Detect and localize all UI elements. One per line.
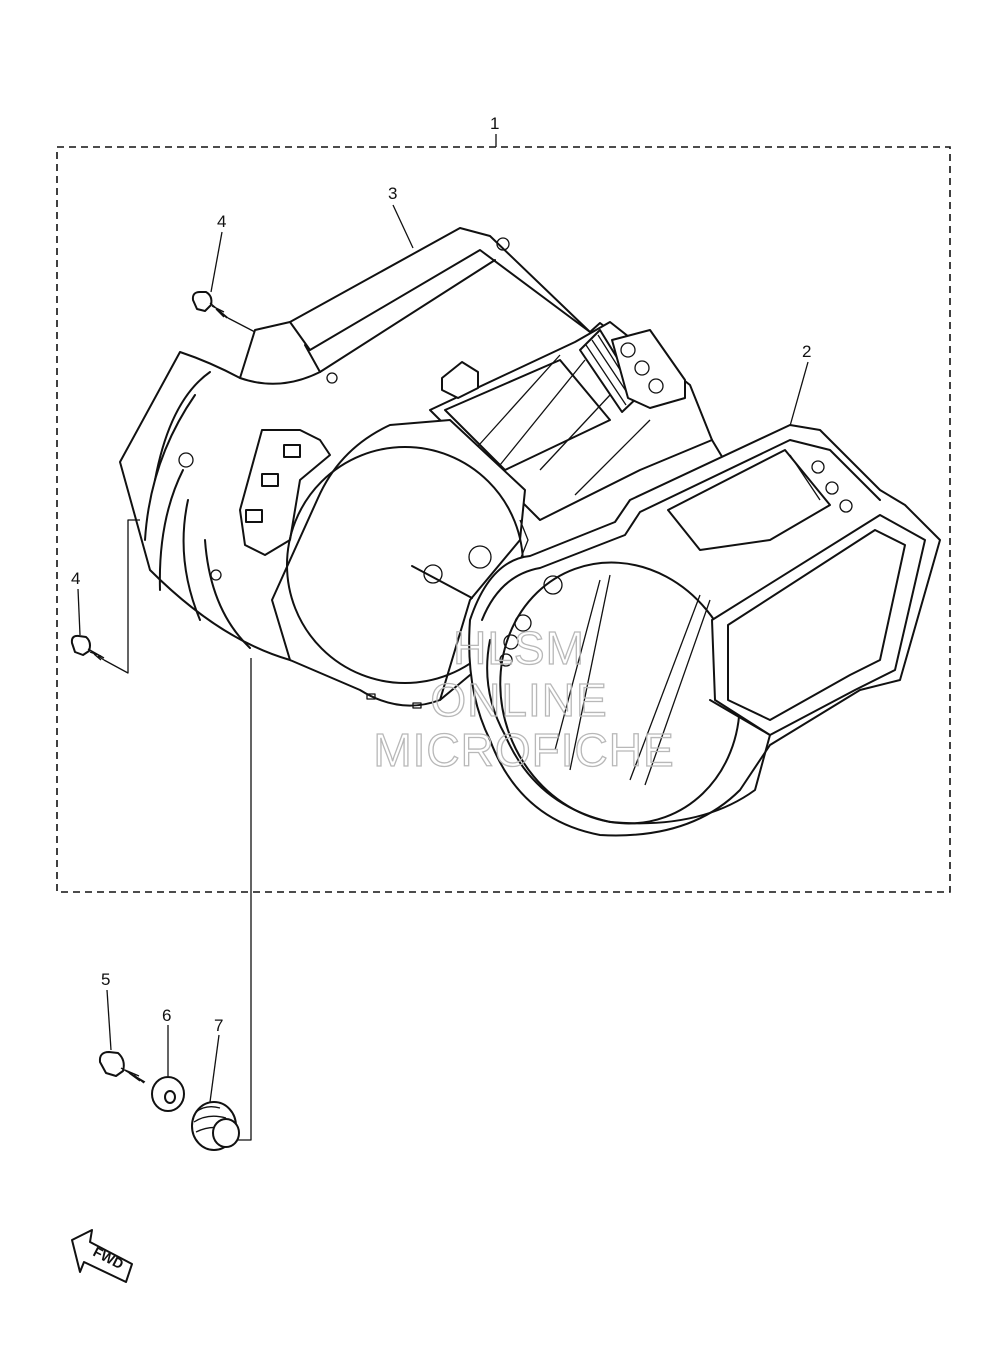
callout-1: 1 [490, 114, 499, 133]
watermark-line-3: MICROFICHE [373, 724, 674, 776]
grommet-icon [191, 1101, 240, 1151]
screw-icon [191, 291, 229, 319]
callout-5: 5 [101, 970, 110, 989]
callout-7: 7 [214, 1016, 223, 1035]
assembly-boundary [56, 146, 951, 893]
callout-6: 6 [162, 1006, 171, 1025]
screw-icon [70, 634, 105, 661]
callout-2: 2 [802, 342, 811, 361]
watermark-line-1: HLSM [453, 622, 585, 674]
washer-icon [151, 1076, 185, 1112]
callout-4-top: 4 [217, 212, 226, 231]
leader-lines [77, 134, 809, 1141]
callout-4-left: 4 [71, 569, 80, 588]
meter-cover-drawing [468, 424, 941, 837]
callout-3: 3 [388, 184, 397, 203]
fwd-arrow-icon: FWD [71, 1229, 133, 1283]
watermark-line-2: ONLINE [430, 674, 607, 726]
screw-icon [98, 1051, 146, 1084]
